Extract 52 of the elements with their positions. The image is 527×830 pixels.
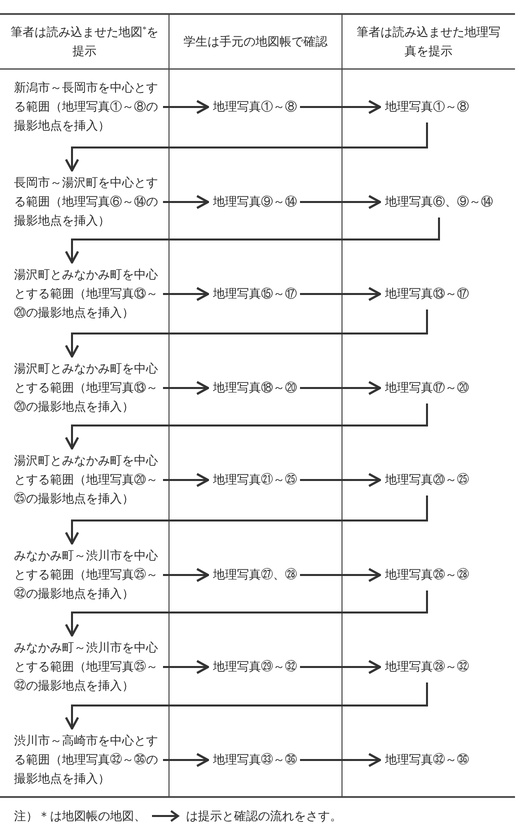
photo-range-text: 地理写真㉘～㉜ bbox=[385, 658, 469, 676]
photo-range-text: 地理写真⑨～⑭ bbox=[213, 192, 297, 212]
map-range-text: 湯沢町とみなかみ町を中心とする範囲（地理写真⑳～㉕の撮影地点を挿入） bbox=[14, 452, 160, 508]
map-range-text: 長岡市～湯沢町を中心とする範囲（地理写真⑥～⑭の撮影地点を挿入） bbox=[14, 174, 160, 230]
flow-arrow bbox=[163, 472, 210, 488]
flow-arrow bbox=[163, 380, 210, 396]
flow-arrow bbox=[163, 286, 210, 302]
map-range-text: 新潟市～長岡市を中心とする範囲（地理写真①～⑧の撮影地点を挿入） bbox=[14, 78, 160, 136]
photo-range-text: 地理写真①～⑧ bbox=[385, 98, 469, 116]
flow-arrow bbox=[300, 194, 382, 210]
map-range-text: みなかみ町～渋川市を中心とする範囲（地理写真㉕～㉜の撮影地点を挿入） bbox=[14, 638, 160, 696]
flow-arrow bbox=[300, 660, 382, 674]
flow-arrow bbox=[64, 590, 428, 637]
flow-arrow bbox=[163, 194, 210, 210]
flow-arrow bbox=[163, 568, 210, 582]
photo-range-text: 地理写真⑱～⑳ bbox=[213, 378, 297, 398]
flow-arrow bbox=[300, 100, 382, 114]
flow-arrow bbox=[64, 682, 428, 730]
photo-range-text: 地理写真㉝～㊱ bbox=[213, 750, 297, 770]
map-range-text: みなかみ町～渋川市を中心とする範囲（地理写真㉕～㉜の撮影地点を挿入） bbox=[14, 546, 160, 604]
photo-range-text: 地理写真⑰～⑳ bbox=[385, 378, 469, 398]
photo-range-text: 地理写真⑳～㉕ bbox=[385, 470, 469, 490]
photo-range-text: 地理写真㉜～㊱ bbox=[385, 750, 469, 770]
photo-range-text: 地理写真①～⑧ bbox=[213, 98, 297, 116]
flow-arrow bbox=[64, 404, 428, 450]
photo-range-text: 地理写真⑥、⑨～⑭ bbox=[385, 192, 493, 212]
column-header: 筆者は読み込ませた地図$^{*}$を提示 bbox=[10, 23, 160, 60]
photo-range-text: 地理写真⑬～⑰ bbox=[385, 284, 469, 304]
flow-arrow bbox=[300, 286, 382, 302]
flow-arrow bbox=[300, 380, 382, 396]
photo-range-text: 地理写真㉑～㉕ bbox=[213, 470, 297, 490]
flow-arrow bbox=[64, 310, 428, 358]
photo-range-text: 地理写真㉗、㉘ bbox=[213, 566, 297, 584]
flow-arrow bbox=[163, 100, 210, 114]
photo-range-text: 地理写真㉖～㉘ bbox=[385, 566, 469, 584]
photo-range-text: 地理写真㉙～㉜ bbox=[213, 658, 297, 676]
map-range-text: 湯沢町とみなかみ町を中心とする範囲（地理写真⑬～⑳の撮影地点を挿入） bbox=[14, 360, 160, 416]
flow-arrow bbox=[163, 660, 210, 674]
column-header: 学生は手元の地図帳で確認 bbox=[182, 33, 328, 50]
flow-arrow bbox=[64, 496, 428, 545]
flow-arrow bbox=[64, 218, 440, 264]
map-range-text: 湯沢町とみなかみ町を中心とする範囲（地理写真⑬～⑳の撮影地点を挿入） bbox=[14, 266, 160, 322]
flow-arrow bbox=[300, 568, 382, 582]
flow-arrow bbox=[163, 752, 210, 768]
column-header: 筆者は読み込ませた地理写真を提示 bbox=[356, 24, 502, 60]
note-text: 注）＊は地図帳の地図、 bbox=[14, 808, 146, 824]
legend-text: は提示と確認の流れをさす。 bbox=[186, 808, 342, 824]
flow-arrow bbox=[64, 122, 428, 172]
flow-arrow bbox=[300, 752, 382, 768]
flow-arrow bbox=[300, 472, 382, 488]
photo-range-text: 地理写真⑮～⑰ bbox=[213, 284, 297, 304]
map-range-text: 渋川市～高崎市を中心とする範囲（地理写真㉜～㊱の撮影地点を挿入） bbox=[14, 732, 160, 788]
